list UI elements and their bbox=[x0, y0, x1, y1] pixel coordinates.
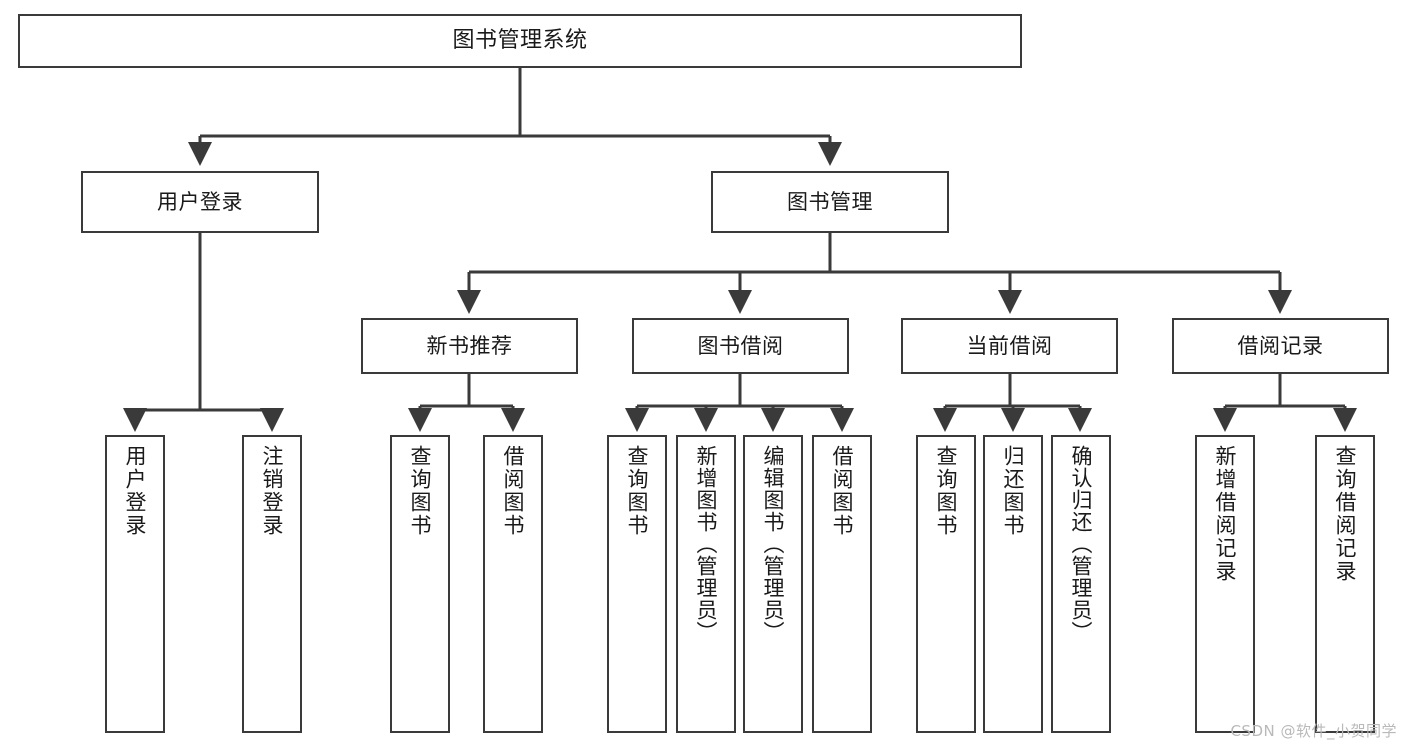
node-label: 新增借阅记录 bbox=[1213, 445, 1238, 583]
node-label: 确认归还（管理员） bbox=[1069, 445, 1094, 643]
node-label: 注销登录 bbox=[260, 445, 285, 537]
leaf-borrow-book-recommend[interactable]: 借阅图书 bbox=[483, 435, 543, 733]
node-label: 当前借阅 bbox=[966, 333, 1053, 358]
node-label: 图书借阅 bbox=[697, 333, 784, 358]
node-label: 用户登录 bbox=[157, 189, 243, 214]
leaf-query-book-current[interactable]: 查询图书 bbox=[916, 435, 976, 733]
node-label: 图书管理系统 bbox=[452, 28, 588, 54]
leaf-logout[interactable]: 注销登录 bbox=[242, 435, 302, 733]
node-label: 借阅记录 bbox=[1237, 333, 1324, 358]
leaf-user-login[interactable]: 用户登录 bbox=[105, 435, 165, 733]
leaf-edit-book-admin[interactable]: 编辑图书（管理员） bbox=[743, 435, 803, 733]
leaf-add-borrow-record[interactable]: 新增借阅记录 bbox=[1195, 435, 1255, 733]
node-label: 编辑图书（管理员） bbox=[761, 445, 786, 643]
node-new-book-recommend[interactable]: 新书推荐 bbox=[361, 318, 578, 374]
node-label: 归还图书 bbox=[1001, 445, 1026, 537]
node-label: 查询图书 bbox=[625, 445, 650, 537]
leaf-return-book[interactable]: 归还图书 bbox=[983, 435, 1043, 733]
watermark-text: CSDN @软件_小贺同学 bbox=[1230, 722, 1397, 740]
leaf-add-book-admin[interactable]: 新增图书（管理员） bbox=[676, 435, 736, 733]
leaf-query-book-recommend[interactable]: 查询图书 bbox=[390, 435, 450, 733]
node-current-borrow[interactable]: 当前借阅 bbox=[901, 318, 1118, 374]
node-book-borrow[interactable]: 图书借阅 bbox=[632, 318, 849, 374]
node-user-login[interactable]: 用户登录 bbox=[81, 171, 319, 233]
leaf-confirm-return-admin[interactable]: 确认归还（管理员） bbox=[1051, 435, 1111, 733]
leaf-query-borrow-record[interactable]: 查询借阅记录 bbox=[1315, 435, 1375, 733]
node-label: 查询借阅记录 bbox=[1333, 445, 1358, 583]
node-root-book-management-system[interactable]: 图书管理系统 bbox=[18, 14, 1022, 68]
node-label: 新增图书（管理员） bbox=[694, 445, 719, 643]
leaf-query-book-borrow[interactable]: 查询图书 bbox=[607, 435, 667, 733]
node-borrow-record[interactable]: 借阅记录 bbox=[1172, 318, 1389, 374]
node-label: 借阅图书 bbox=[501, 445, 526, 537]
node-label: 查询图书 bbox=[934, 445, 959, 537]
node-label: 查询图书 bbox=[408, 445, 433, 537]
leaf-borrow-book[interactable]: 借阅图书 bbox=[812, 435, 872, 733]
node-label: 新书推荐 bbox=[426, 333, 513, 358]
node-label: 用户登录 bbox=[123, 445, 148, 537]
node-label: 借阅图书 bbox=[830, 445, 855, 537]
node-label: 图书管理 bbox=[787, 189, 873, 214]
node-book-management[interactable]: 图书管理 bbox=[711, 171, 949, 233]
